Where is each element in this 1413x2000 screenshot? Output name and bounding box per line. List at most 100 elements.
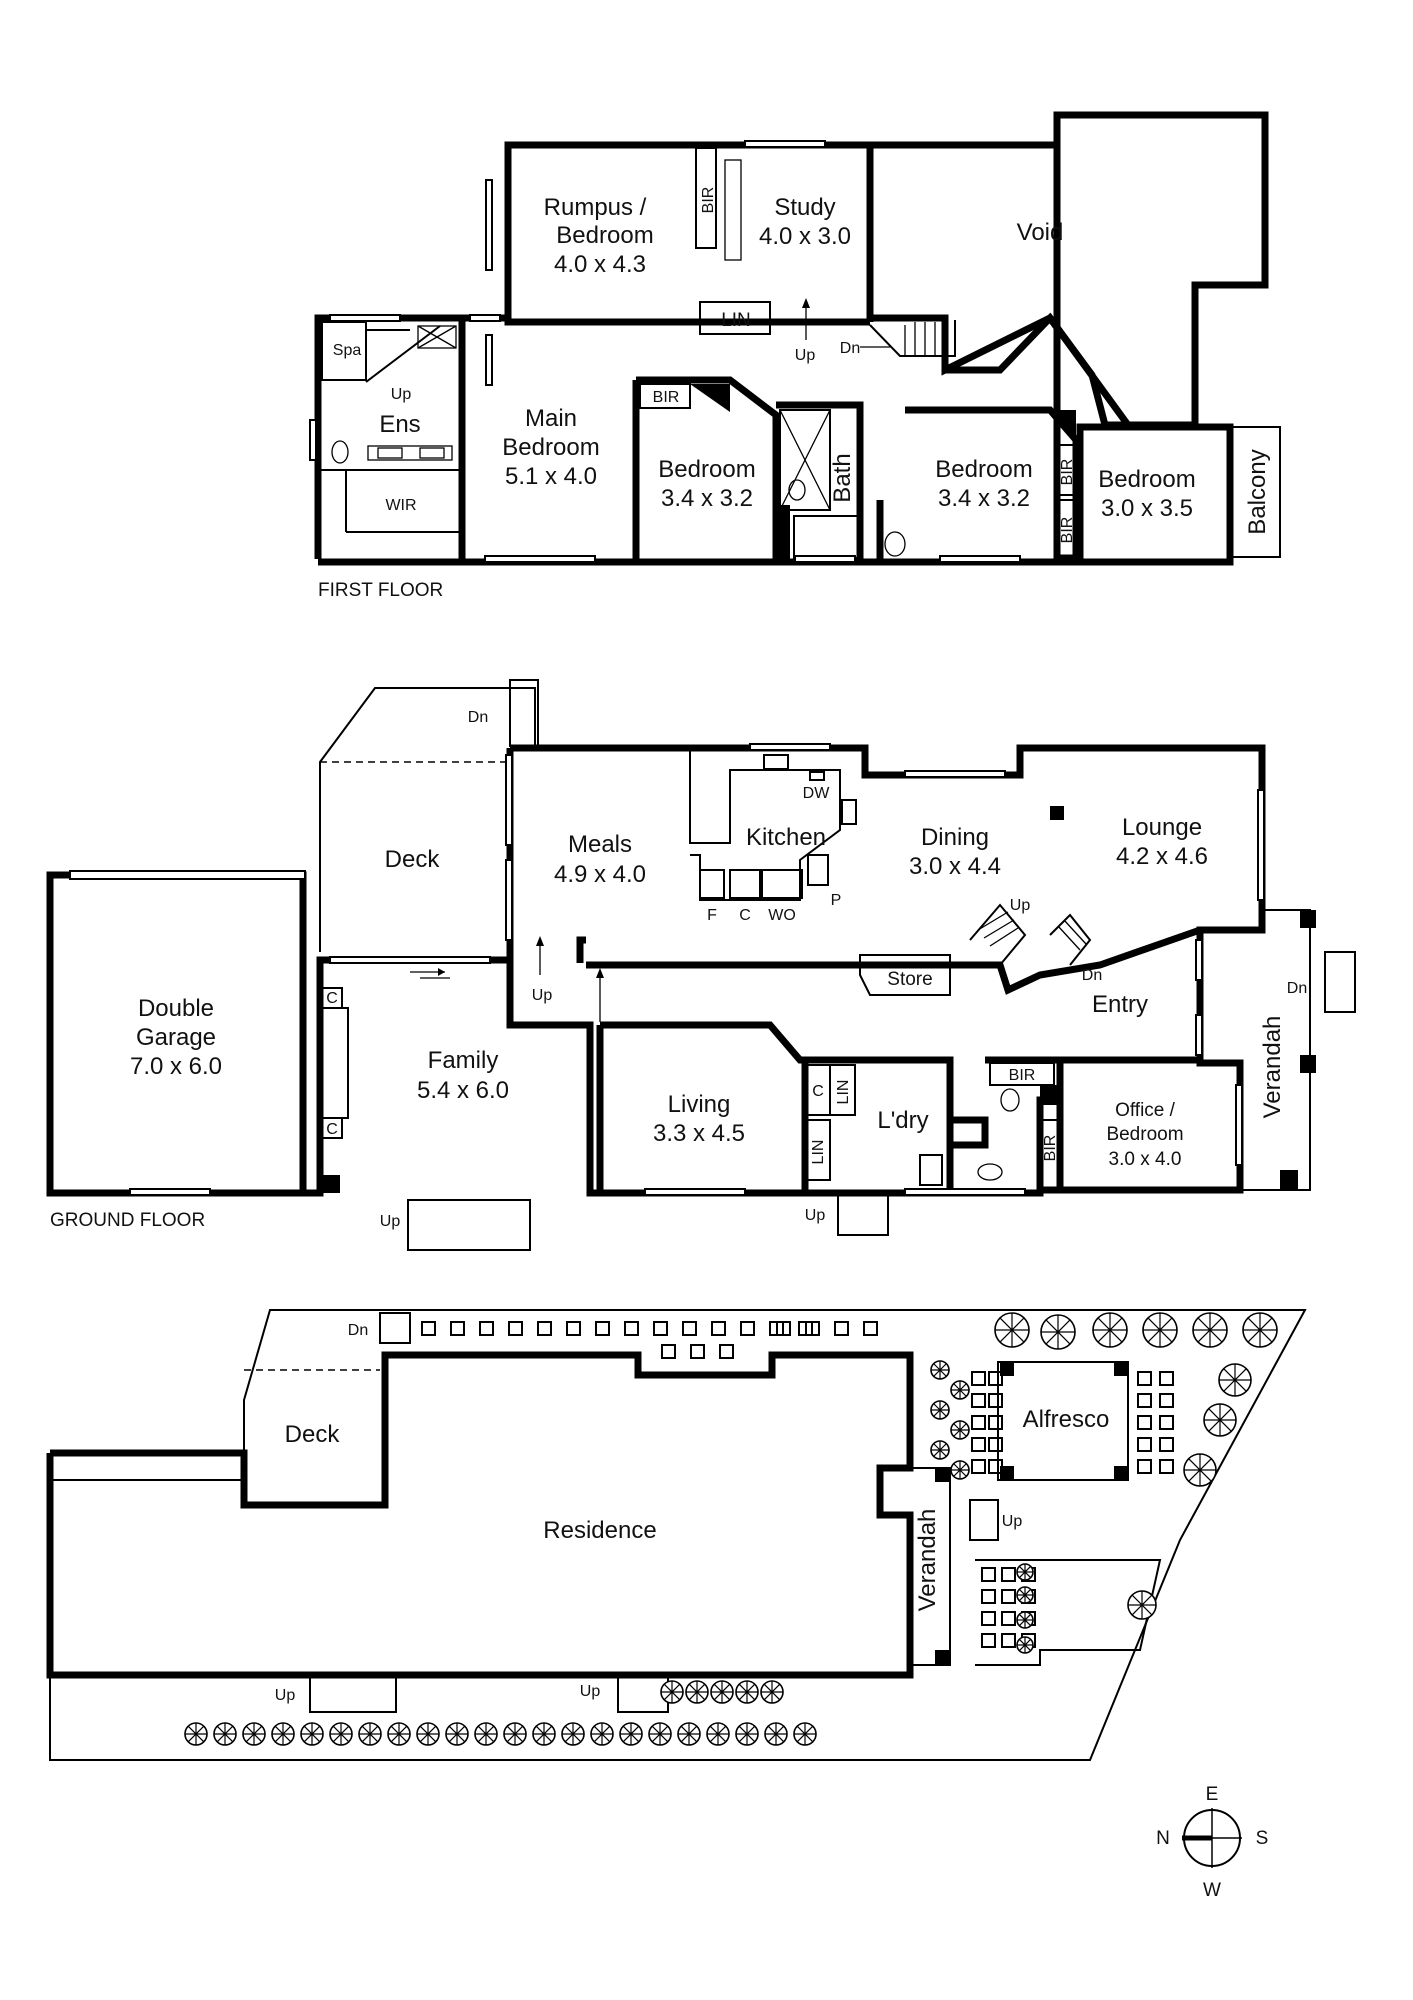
site-alfresco-up-label: Up — [1002, 1513, 1023, 1530]
ground-floor-plan: Deck Meals 4.9 x 4.0 Kitchen DW F C WO P… — [46, 679, 1356, 1251]
paver — [863, 1321, 878, 1336]
ground-floor-stair — [969, 903, 1092, 966]
paver — [971, 1393, 986, 1408]
paver — [971, 1371, 986, 1386]
main-bedroom-label-2: Bedroom — [502, 434, 599, 461]
wc-toilet — [884, 531, 906, 557]
bedroom3-label: Bedroom — [935, 456, 1032, 483]
office-column — [1040, 1085, 1060, 1105]
paver — [834, 1321, 849, 1336]
first-floor-label: FIRST FLOOR — [318, 580, 443, 601]
cooktop — [841, 799, 857, 825]
office-bir-side — [1039, 1119, 1061, 1191]
gf-basin — [1000, 1088, 1020, 1112]
wo-label: WO — [768, 907, 796, 924]
tree — [1040, 1314, 1076, 1350]
site-deck-label: Deck — [285, 1421, 341, 1448]
tree — [387, 1722, 411, 1746]
tree — [1142, 1312, 1178, 1348]
tree — [1203, 1403, 1237, 1437]
paver — [1159, 1415, 1174, 1430]
alfresco-label: Alfresco — [1023, 1406, 1110, 1433]
ldry-lin-b — [804, 1119, 831, 1181]
rumpus-label-1: Rumpus / — [544, 194, 647, 221]
tree — [1218, 1363, 1252, 1397]
paver — [566, 1321, 581, 1336]
paver — [1159, 1459, 1174, 1474]
site-up-label-2: Up — [580, 1683, 601, 1700]
ldry-lin-a — [829, 1064, 856, 1116]
dining-label: Dining — [921, 824, 989, 851]
alfresco-outline — [997, 1361, 1129, 1481]
pantry-box — [807, 854, 829, 886]
compass-s: S — [1256, 1828, 1269, 1849]
tree — [1192, 1312, 1228, 1348]
paver — [1137, 1415, 1152, 1430]
meals-stub — [576, 936, 586, 963]
paver — [988, 1371, 1003, 1386]
bedroom4-label: Bedroom — [1098, 466, 1195, 493]
paver — [479, 1321, 494, 1336]
site-boundary — [49, 1309, 1307, 1761]
paver — [1137, 1459, 1152, 1474]
tree — [184, 1722, 208, 1746]
tree — [474, 1722, 498, 1746]
family-dim: 5.4 x 6.0 — [417, 1077, 509, 1104]
paver — [508, 1321, 523, 1336]
paver — [988, 1437, 1003, 1452]
tree — [329, 1722, 353, 1746]
garage-door — [69, 870, 306, 880]
tree — [648, 1722, 672, 1746]
paver — [1137, 1437, 1152, 1452]
site-dn-label: Dn — [348, 1322, 368, 1339]
c-label: C — [739, 907, 751, 924]
office-bir-top — [989, 1062, 1055, 1086]
meals-up-label: Up — [532, 987, 553, 1004]
balcony — [1229, 426, 1281, 558]
f-label: F — [707, 907, 717, 924]
ldry-up-label: Up — [805, 1207, 826, 1224]
meals-dim: 4.9 x 4.0 — [554, 861, 646, 888]
bedroom4-bir-label: BIR — [1059, 517, 1076, 544]
ff-up-label: Up — [795, 347, 816, 364]
dining-dim: 3.0 x 4.4 — [909, 853, 1001, 880]
living-dim: 3.3 x 4.5 — [653, 1120, 745, 1147]
paver — [981, 1633, 996, 1648]
tree — [930, 1400, 950, 1420]
bedroom3-bir-a — [1054, 444, 1078, 496]
main-bedroom-dim: 5.1 x 4.0 — [505, 463, 597, 490]
tree — [271, 1722, 295, 1746]
tree — [242, 1722, 266, 1746]
meals-label: Meals — [568, 831, 632, 858]
tree — [706, 1722, 730, 1746]
tree — [994, 1312, 1030, 1348]
site-deck-steps — [379, 1312, 411, 1344]
garage-dim: 7.0 x 6.0 — [130, 1053, 222, 1080]
cupboard-box — [729, 869, 761, 899]
paver — [624, 1321, 639, 1336]
deck-dn-label: Dn — [468, 709, 488, 726]
verandah-outline — [1240, 909, 1311, 1191]
lounge-dim: 4.2 x 4.6 — [1116, 843, 1208, 870]
deck-outline — [319, 687, 536, 952]
verandah-post-3 — [1280, 1170, 1298, 1190]
paver — [450, 1321, 465, 1336]
tree — [1242, 1312, 1278, 1348]
tree — [1016, 1586, 1034, 1604]
paver — [740, 1321, 755, 1336]
paver — [971, 1415, 986, 1430]
bedroom3-corner — [1050, 410, 1076, 440]
tree — [619, 1722, 643, 1746]
bedroom3-bir-label: BIR — [1059, 459, 1076, 486]
paver — [776, 1321, 791, 1336]
office-label-1: Office / — [1115, 1100, 1176, 1121]
p-label: P — [831, 892, 842, 909]
lounge-label: Lounge — [1122, 814, 1202, 841]
dishwasher — [809, 771, 825, 781]
compass-n: N — [1156, 1828, 1170, 1849]
void-label: Void — [1017, 219, 1064, 246]
garage-label-2: Garage — [136, 1024, 216, 1051]
tree — [760, 1680, 784, 1704]
paver — [595, 1321, 610, 1336]
